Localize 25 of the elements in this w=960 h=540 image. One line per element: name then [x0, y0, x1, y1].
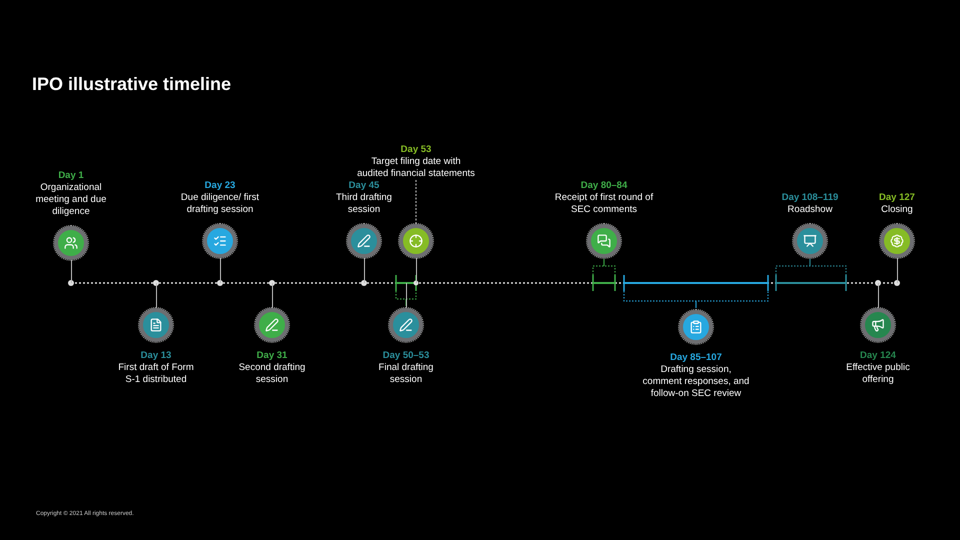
milestone-text: Due diligence/ first drafting session	[180, 192, 260, 216]
day-label: Day 85–107	[670, 352, 722, 364]
day-label: Day 1	[58, 170, 84, 182]
milestone-text: Second drafting session	[238, 362, 306, 386]
milestone-text: Closing	[881, 204, 913, 216]
milestone-text: Effective public offering	[845, 362, 911, 386]
day-label: Day 45	[348, 180, 380, 192]
day-label: Day 23	[204, 180, 236, 192]
milestone-text: Target filing date with audited financial statements	[356, 156, 476, 180]
day-label: Day 53	[400, 144, 432, 156]
milestone-text: Final drafting session	[378, 362, 434, 386]
title: IPO illustrative timeline	[32, 74, 232, 95]
day-label: Day 13	[140, 350, 172, 362]
day-label: Day 80–84	[580, 180, 628, 192]
day-label: Day 31	[256, 350, 288, 362]
day-label: Day 108–119	[782, 192, 838, 204]
milestone-text: Third drafting session	[335, 192, 393, 216]
milestone-text: First draft of Form S-1 distributed	[117, 362, 195, 386]
milestone-text: Organizational meeting and due diligence	[34, 182, 108, 218]
milestone-text: Receipt of first round of SEC comments	[554, 192, 654, 216]
day-label: Day 127	[879, 192, 915, 204]
day-label: Day 124	[860, 350, 896, 362]
day-label: Day 50–53	[382, 350, 430, 362]
milestone-text: Drafting session, comment responses, and follow-on SEC review	[642, 364, 750, 400]
milestone-text: Roadshow	[788, 204, 832, 216]
